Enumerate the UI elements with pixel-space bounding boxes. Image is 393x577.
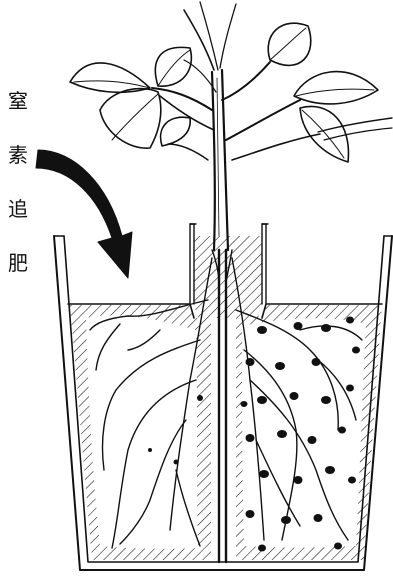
leaf (161, 117, 191, 146)
plant-stem (212, 70, 228, 250)
fertilizer-arrow (36, 150, 132, 278)
center-partition-soil (194, 236, 262, 318)
leaf (294, 72, 378, 104)
leaf (100, 89, 161, 149)
plant-leaves (70, 2, 392, 162)
